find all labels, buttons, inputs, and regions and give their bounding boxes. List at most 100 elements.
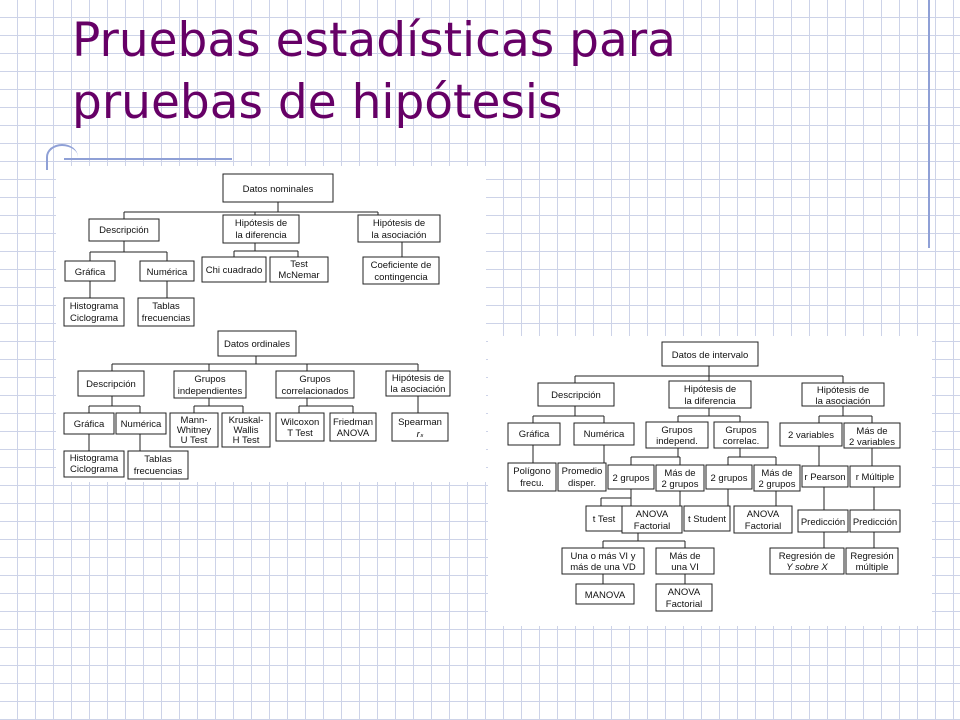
node-label: Numérica: [121, 419, 162, 430]
node-label: Ciclograma: [70, 313, 119, 324]
node-nominal-numerica: Numérica: [139, 260, 195, 282]
node-label: Predicción: [853, 517, 897, 528]
node-spearman: Spearman rₛ: [391, 412, 449, 442]
node-label: Hipótesis de: [373, 218, 425, 229]
node-anova-factorial-2: ANOVA Factorial: [733, 505, 793, 534]
node-label: Gráfica: [75, 267, 106, 278]
node-label: Grupos: [194, 374, 225, 385]
node-ordinal-descripcion: Descripción: [77, 370, 145, 397]
node-label: independ.: [656, 436, 698, 447]
interval-connectors: [532, 366, 875, 584]
node-label: Una o más VI y: [571, 551, 636, 562]
node-interval-hipotesis-asociacion: Hipótesis de la asociación: [801, 382, 885, 407]
node-label: Grupos: [299, 374, 330, 385]
node-interval-grafica: Gráfica: [507, 422, 561, 446]
node-label: correlacionados: [281, 386, 348, 397]
node-label: Datos nominales: [243, 184, 314, 195]
node-label: ANOVA: [747, 509, 780, 520]
node-t-student: t Student: [683, 505, 731, 532]
node-label: r Múltiple: [856, 472, 895, 483]
node-label: t Student: [688, 514, 726, 525]
node-label: Más de: [856, 426, 887, 437]
node-label: Tablas: [144, 454, 172, 465]
node-nominal-hipotesis-diferencia: Hipótesis de la diferencia: [222, 214, 300, 244]
node-label: Chi cuadrado: [206, 265, 263, 276]
node-label: múltiple: [856, 562, 889, 573]
node-chi-cuadrado: Chi cuadrado: [201, 256, 267, 283]
node-label: Hipótesis de: [235, 218, 287, 229]
nominal-ordinal-diagram-panel: Datos nominales Descripción Gráfica Numé…: [56, 166, 486, 482]
node-mas-de-una-vi: Más de una VI: [655, 547, 715, 575]
node-label: U Test: [181, 435, 208, 446]
node-label: Hipótesis de: [817, 385, 869, 396]
node-ordinal-tablas: Tablas frecuencias: [127, 450, 189, 480]
node-label: 2 grupos: [759, 479, 796, 490]
node-label: Factorial: [634, 521, 670, 532]
node-label: Wilcoxon: [281, 417, 320, 428]
node-regresion-multiple: Regresión múltiple: [845, 547, 899, 575]
interval-diagram-panel: Datos de intervalo Descripción Hipótesis…: [488, 336, 932, 626]
decorative-horizontal-rule: [64, 158, 232, 160]
node-label: Más de: [761, 468, 792, 479]
node-friedman: Friedman ANOVA: [329, 412, 377, 442]
node-label: Histograma: [70, 301, 119, 312]
node-nominal-tablas: Tablas frecuencias: [137, 297, 195, 327]
node-label: rₛ: [417, 429, 424, 440]
node-label: Descripción: [551, 390, 601, 401]
node-label: Hipótesis de: [392, 373, 444, 384]
node-label: Test: [290, 259, 308, 270]
node-ordinal-hipotesis-asociacion: Hipótesis de la asociación: [385, 370, 451, 397]
node-datos-ordinales: Datos ordinales: [217, 330, 297, 357]
node-ordinal-grafica: Gráfica: [63, 412, 115, 435]
node-nominal-histograma: Histograma Ciclograma: [63, 297, 125, 327]
node-label: Más de: [664, 468, 695, 479]
node-label: frecu.: [520, 478, 544, 489]
node-label: Regresión: [850, 551, 893, 562]
node-label: Factorial: [666, 599, 702, 610]
node-label: más de una VD: [570, 562, 636, 573]
node-grupos-correlacionados: Grupos correlacionados: [275, 370, 355, 399]
node-label: 2 grupos: [711, 473, 748, 484]
node-una-o-mas-vi: Una o más VI y más de una VD: [561, 547, 645, 575]
node-label: 2 variables: [788, 430, 834, 441]
node-anova-factorial-3: ANOVA Factorial: [655, 583, 713, 612]
node-r-pearson: r Pearson: [801, 465, 849, 488]
node-label: Factorial: [745, 521, 781, 532]
node-label: Gráfica: [519, 429, 550, 440]
node-prediccion-1: Predicción: [797, 509, 849, 533]
node-grupos-correlac: Grupos correlac.: [713, 421, 769, 449]
node-datos-nominales: Datos nominales: [222, 173, 334, 203]
node-label: McNemar: [278, 270, 319, 281]
node-mann-whitney: Mann- Whitney U Test: [169, 412, 219, 448]
node-label: Datos de intervalo: [672, 350, 749, 361]
node-ordinal-histograma: Histograma Ciclograma: [63, 450, 125, 478]
node-prediccion-2: Predicción: [849, 509, 901, 533]
node-label: Numérica: [147, 267, 188, 278]
node-label: contingencia: [374, 272, 428, 283]
node-label: Regresión de: [779, 551, 836, 562]
node-label: Grupos: [661, 425, 692, 436]
node-label: 2 variables: [849, 437, 895, 448]
node-label: t Test: [593, 514, 616, 525]
node-2-variables: 2 variables: [779, 422, 843, 447]
node-label: Gráfica: [74, 419, 105, 430]
node-nominal-descripcion: Descripción: [88, 218, 160, 242]
node-regresion-y-sobre-x: Regresión de Y sobre X: [769, 547, 845, 575]
node-label: Spearman: [398, 417, 442, 428]
node-label: H Test: [233, 435, 260, 446]
node-label: Coeficiente de: [371, 260, 432, 271]
node-wilcoxon: Wilcoxon T Test: [275, 412, 325, 442]
node-label: Promedio: [562, 466, 603, 477]
node-label: ANOVA: [636, 509, 669, 520]
node-label: disper.: [568, 478, 596, 489]
node-label: 2 grupos: [662, 479, 699, 490]
node-label: Numérica: [584, 429, 625, 440]
node-nominal-grafica: Gráfica: [64, 260, 116, 282]
node-mas-2-variables: Más de 2 variables: [843, 422, 901, 449]
node-label: frecuencias: [142, 313, 191, 324]
node-label: la asociación: [391, 384, 446, 395]
node-label: Datos ordinales: [224, 339, 290, 350]
node-label: la asociación: [372, 230, 427, 241]
node-label: frecuencias: [134, 466, 183, 477]
node-label: la diferencia: [684, 396, 736, 407]
